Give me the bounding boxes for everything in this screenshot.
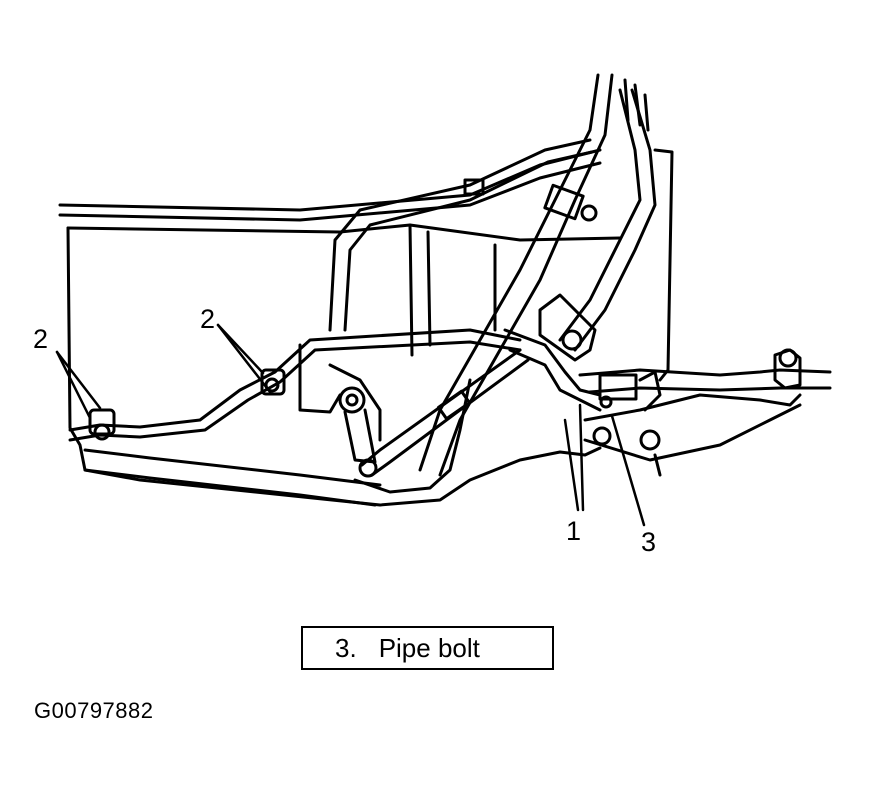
hose-bundle bbox=[418, 73, 657, 477]
figure-id: G00797882 bbox=[34, 698, 154, 723]
callout-2-center: 2 bbox=[200, 304, 216, 334]
crossmember bbox=[578, 348, 832, 477]
center-bracket bbox=[338, 386, 378, 478]
pipe-bolt-bracket bbox=[503, 293, 602, 412]
leader-lines bbox=[55, 323, 646, 527]
callout-1: 1 bbox=[566, 516, 582, 546]
clamp-bolts bbox=[88, 368, 286, 441]
callout-3: 3 bbox=[641, 527, 657, 557]
legend-box: 3. Pipe bolt bbox=[301, 626, 554, 670]
legend-text: Pipe bolt bbox=[378, 632, 480, 663]
callout-2-left: 2 bbox=[33, 324, 49, 354]
legend-number: 3. bbox=[335, 632, 357, 663]
flex-line bbox=[353, 348, 530, 494]
upper-hose-loop bbox=[328, 138, 594, 332]
transmission-housing bbox=[58, 148, 674, 507]
